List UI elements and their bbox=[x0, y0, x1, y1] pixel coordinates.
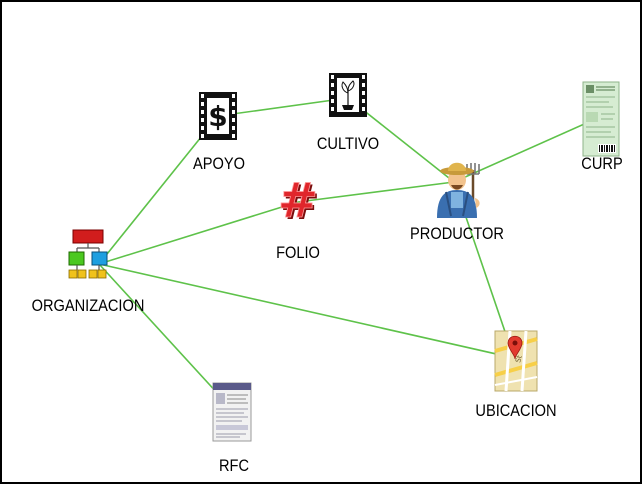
network-hierarchy-icon bbox=[68, 229, 108, 279]
curp-document-icon bbox=[582, 81, 620, 157]
node-organizacion[interactable]: ORGANIZACION bbox=[32, 229, 145, 315]
node-label-rfc: RFC bbox=[219, 457, 249, 475]
edge-productor-curp bbox=[453, 116, 601, 183]
node-label-ubicacion: UBICACION bbox=[475, 402, 556, 420]
map-pin-icon: St bbox=[494, 330, 538, 392]
edge-organizacion-rfc bbox=[98, 263, 231, 408]
node-label-folio: FOLIO bbox=[276, 244, 320, 262]
plant-film-icon bbox=[329, 73, 367, 117]
svg-text:$: $ bbox=[208, 100, 227, 133]
node-ubicacion[interactable]: St UBICACION bbox=[475, 330, 557, 420]
edge-folio-productor bbox=[297, 181, 455, 203]
edge-organizacion-apoyo bbox=[98, 115, 219, 265]
svg-text:#: # bbox=[280, 175, 320, 231]
node-curp[interactable]: CURP bbox=[581, 81, 623, 173]
farmer-icon bbox=[437, 162, 480, 218]
svg-text:St: St bbox=[514, 354, 524, 363]
rfc-document-icon bbox=[212, 382, 252, 442]
edge-apoyo-cultivo bbox=[217, 97, 349, 117]
dollar-film-icon: $ bbox=[199, 92, 237, 140]
node-cultivo[interactable]: CULTIVO bbox=[317, 73, 379, 153]
node-rfc[interactable]: RFC bbox=[212, 382, 252, 475]
node-apoyo[interactable]: $ APOYO bbox=[193, 92, 245, 173]
node-label-productor: PRODUCTOR bbox=[410, 225, 504, 243]
edge-organizacion-ubicacion bbox=[98, 263, 515, 359]
node-label-apoyo: APOYO bbox=[193, 155, 245, 173]
edge-organizacion-folio bbox=[98, 201, 299, 265]
svg-text:#: # bbox=[278, 173, 318, 229]
node-folio[interactable]: # # FOLIO bbox=[276, 173, 320, 263]
node-label-cultivo: CULTIVO bbox=[317, 135, 379, 153]
node-label-organizacion: ORGANIZACION bbox=[32, 297, 145, 315]
node-productor[interactable]: PRODUCTOR bbox=[410, 162, 504, 244]
node-label-curp: CURP bbox=[581, 155, 622, 173]
hash-icon: # # bbox=[277, 173, 320, 231]
